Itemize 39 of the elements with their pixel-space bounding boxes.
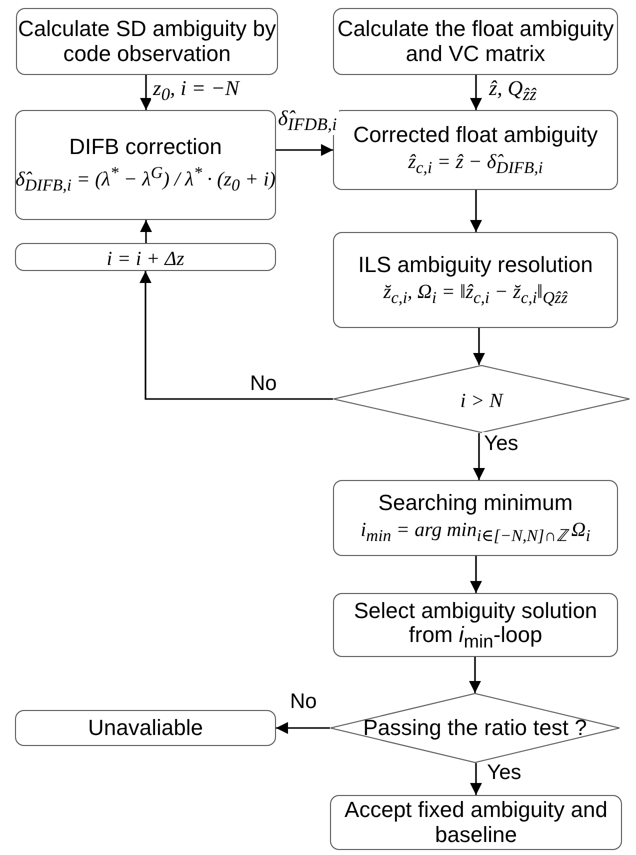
box-text: Corrected float ambiguity (353, 122, 598, 147)
arrow (473, 433, 485, 480)
formula: i = i + Δz (106, 248, 184, 270)
arrow (470, 190, 482, 232)
arrow (473, 328, 485, 365)
formula: i > N (460, 390, 503, 412)
box-text: Calculate the float ambiguity and VC matrix (336, 17, 615, 66)
box-text: DIFB correction (69, 135, 222, 160)
decision-diamond (330, 693, 620, 763)
box-text: Accept fixed ambiguity and baseline (344, 798, 608, 847)
arrow (470, 556, 482, 593)
process-box (15, 110, 276, 220)
process-box (333, 232, 618, 328)
formula: i$_{min}$ = arg min$_{i∈[−N,N]∩ℤ}$ Ω$_{i}$ (360, 518, 590, 546)
box-text: Unavaliable (88, 716, 203, 740)
arrow (140, 271, 333, 400)
arrow (276, 144, 333, 156)
process-box (333, 480, 618, 556)
box-text: ILS ambiguity resolution (358, 252, 593, 277)
box-text: Passing the ratio test ? (363, 716, 587, 740)
process-box (333, 8, 618, 75)
box-text: Select ambiguity solution from i$_{min}$-loop (352, 598, 598, 652)
arrow (140, 75, 152, 110)
process-box (330, 795, 622, 850)
arrow (470, 75, 482, 110)
box-text: Calculate SD ambiguity by code observation (17, 17, 277, 66)
process-box (15, 243, 276, 271)
decision-diamond (333, 365, 630, 433)
formula: z̆$_{c,i}$, Ω$_{i}$ = ‖ẑ$_{c,i}$ − z̆$_{c,i}$‖$_{Qẑẑ}$ (383, 280, 568, 308)
formula: δ̂$_{DIFB,i}$ = (λ$^{*}$ − λ$^{G}$) / λ$^{*}$ · (z$_{0}$ + i) (15, 164, 276, 195)
arrow (140, 220, 152, 243)
box-text: Searching minimum (378, 490, 573, 515)
process-box (15, 710, 276, 746)
process-box (16, 8, 278, 75)
arrow (469, 657, 481, 693)
arrow (276, 722, 330, 734)
arrow (470, 763, 482, 795)
process-box (333, 593, 618, 657)
formula: ẑ$_{c,i}$ = ẑ − δ̂$_{DIFB,i}$ (408, 150, 543, 178)
